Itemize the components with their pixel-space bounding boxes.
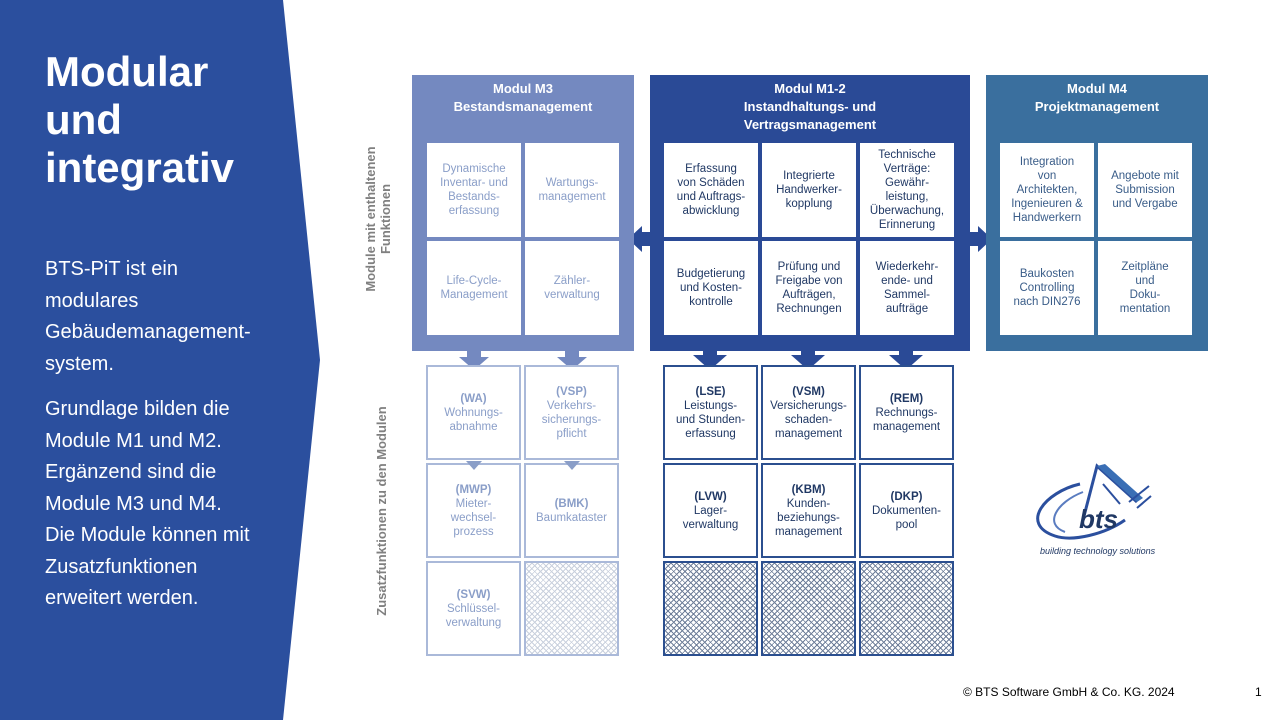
arrow-down-icon — [466, 461, 482, 470]
function-cell: Wartungs-management — [525, 143, 619, 237]
arrow-down-icon — [459, 351, 489, 370]
paragraph-line: Ergänzend sind die — [45, 461, 217, 483]
module-m1-2-header: Modul M1-2 Instandhaltungs- und Vertrags… — [650, 80, 970, 134]
module-m3-header: Modul M3 Bestandsmanagement — [412, 80, 634, 116]
page-number: 1 — [1255, 685, 1262, 699]
paragraph-line: system. — [45, 352, 114, 375]
bts-logo: bts building technology solutions — [1025, 462, 1175, 562]
empty-addon-cell — [761, 561, 856, 656]
module-header-line: Instandhaltungs- und — [743, 99, 877, 114]
arrow-down-icon — [889, 351, 923, 370]
empty-addon-cell — [524, 561, 619, 656]
paragraph-line: Module M3 und M4. — [45, 492, 222, 515]
arrow-down-icon — [791, 351, 825, 370]
addon-cell: (LSE)Leistungs-und Stunden-erfassung — [663, 365, 758, 460]
paragraph-line: erweitert werden. — [45, 587, 199, 609]
sidebar-background — [0, 0, 320, 720]
slide-title: Modular und integrativ — [45, 48, 305, 192]
description-paragraph: Grundlage bilden die Module M1 und M2. E… — [45, 394, 310, 615]
title-line: integrativ — [45, 144, 235, 191]
module-header-line: Modul M4 — [1067, 81, 1127, 96]
module-header-line: Modul M3 — [493, 81, 553, 96]
paragraph-line: Zusatzfunktionen — [45, 555, 198, 578]
arrow-down-icon — [564, 461, 580, 470]
empty-addon-cell — [663, 561, 758, 656]
module-header-line: Projektmanagement — [1034, 99, 1160, 114]
paragraph-line: Grundlage bilden die — [45, 398, 230, 420]
addon-cell: (SVW)Schlüssel-verwaltung — [426, 561, 521, 656]
module-header-line: Modul M1-2 — [774, 81, 846, 96]
title-line: Modular — [45, 48, 209, 95]
addon-cell: (REM)Rechnungs-management — [859, 365, 954, 460]
arrow-right-icon — [970, 226, 992, 252]
addon-cell: (WA)Wohnungs-abnahme — [426, 365, 521, 460]
logo-tagline: building technology solutions — [1040, 546, 1156, 556]
paragraph-line: modulares — [45, 289, 139, 312]
module-header-line: Vertragsmanagement — [743, 117, 877, 132]
function-cell: Life-Cycle-Management — [427, 241, 521, 335]
paragraph-line: Die Module können mit — [45, 524, 250, 546]
arrow-down-icon — [693, 351, 727, 370]
sidebar: Modular und integrativ BTS-PiT ist ein m… — [0, 0, 320, 720]
module-m1-2: Modul M1-2 Instandhaltungs- und Vertrags… — [650, 75, 970, 351]
intro-paragraph: BTS-PiT ist ein modulares Gebäudemanagem… — [45, 254, 310, 380]
copyright-footer: © BTS Software GmbH & Co. KG. 2024 — [963, 685, 1175, 699]
bts-logo-graphic — [1036, 463, 1152, 540]
arrow-left-icon — [628, 226, 650, 252]
addon-cell: (VSP)Verkehrs-sicherungs-pflicht — [524, 365, 619, 460]
logo-wordmark: bts — [1079, 504, 1118, 534]
paragraph-line: BTS-PiT ist ein — [45, 258, 178, 280]
empty-addon-cell — [859, 561, 954, 656]
addon-cell: (VSM)Versicherungs-schaden-management — [761, 365, 856, 460]
addon-cell: (LVW)Lager-verwaltung — [663, 463, 758, 558]
title-line: und — [45, 96, 122, 143]
paragraph-line: Module M1 und M2. — [45, 429, 222, 452]
paragraph-line: Gebäudemanagement- — [45, 321, 251, 343]
module-header-line: Bestandsmanagement — [453, 99, 593, 114]
addon-cell: (KBM)Kunden-beziehungs-management — [761, 463, 856, 558]
function-cell: Zähler-verwaltung — [525, 241, 619, 335]
module-m4-header: Modul M4 Projektmanagement — [986, 80, 1208, 116]
addon-cell: (DKP)Dokumenten-pool — [859, 463, 954, 558]
arrow-down-icon — [557, 351, 587, 370]
